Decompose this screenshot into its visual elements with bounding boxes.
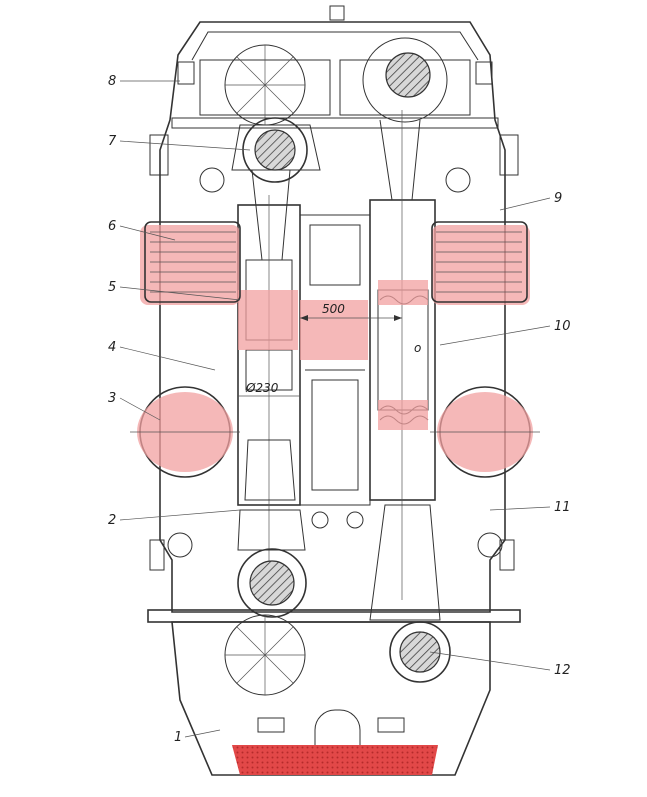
- right-cylinder: [369, 110, 436, 600]
- callout-5: 5: [108, 280, 116, 295]
- oil-sump: [171, 614, 491, 776]
- callout-4: 4: [108, 340, 116, 355]
- stroke-dimension-label: 500: [322, 302, 345, 316]
- bore-dimension-label: Ø230: [245, 381, 279, 395]
- central-block: [299, 214, 371, 529]
- callout-3: 3: [108, 391, 116, 406]
- callout-10: 10: [554, 319, 571, 334]
- right-receiver: [430, 221, 540, 478]
- upper-crankcase: [171, 37, 499, 129]
- piston-marker-o: o: [414, 341, 421, 355]
- lower-crankcase: [167, 504, 503, 621]
- left-receiver: [130, 221, 241, 478]
- leader-lines: [119, 80, 551, 738]
- upper-crank-bearing: [199, 117, 471, 193]
- callout-12: 12: [554, 663, 571, 678]
- callout-9: 9: [554, 191, 562, 206]
- callout-labels: 8 7 6 5 4 3 2 1 9 10 11 12: [108, 74, 571, 745]
- callout-6: 6: [108, 219, 116, 234]
- callout-7: 7: [108, 134, 117, 149]
- callout-8: 8: [108, 74, 116, 89]
- callout-2: 2: [108, 513, 116, 528]
- bore-dimension: Ø230: [238, 381, 300, 397]
- callout-11: 11: [554, 500, 571, 515]
- coolant-zones: [140, 225, 530, 360]
- callout-1: 1: [174, 730, 182, 745]
- side-fittings: [149, 61, 519, 571]
- stroke-dimension: 500: [300, 302, 402, 321]
